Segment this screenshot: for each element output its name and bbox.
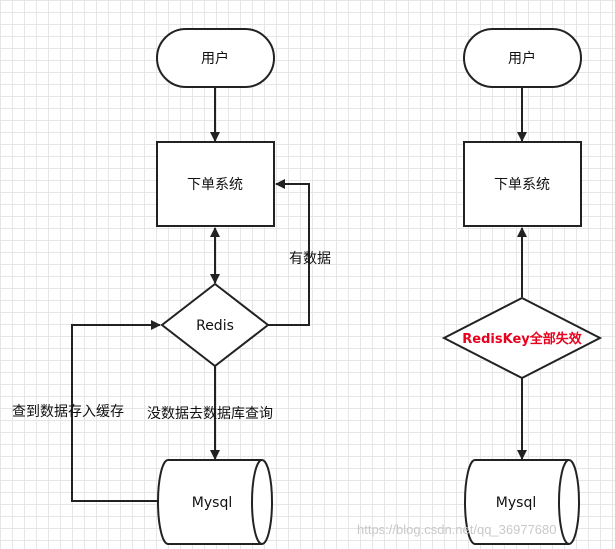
left-arrow-has-data <box>268 179 310 326</box>
left-cache-label: 查到数据存入缓存 <box>12 404 124 420</box>
right-rediskey-label: RedisKey全部失效 <box>462 331 582 347</box>
left-order-system-node: 下单系统 <box>156 141 275 227</box>
left-user-node: 用户 <box>156 28 275 88</box>
left-order-system-label: 下单系统 <box>187 177 243 193</box>
right-rediskey-node: RedisKey全部失效 <box>441 296 603 380</box>
left-arrow-cache <box>71 320 161 502</box>
left-flow: 用户 下单系统 Redis 有数据 没数据去数据库查询 查到数据存入缓存 My <box>12 28 331 545</box>
right-flow: 用户 下单系统 RedisKey全部失效 Mysql <box>441 28 603 545</box>
left-mysql-node: Mysql <box>157 459 273 545</box>
right-mysql-label: Mysql <box>496 495 536 511</box>
left-user-label: 用户 <box>201 50 229 67</box>
left-mysql-label: Mysql <box>192 495 232 511</box>
left-redis-label: Redis <box>196 318 234 334</box>
left-redis-node: Redis <box>160 282 270 368</box>
right-user-node: 用户 <box>463 28 582 88</box>
watermark-text: https://blog.csdn.net/qq_36977680 <box>357 522 557 537</box>
left-has-data-label: 有数据 <box>289 251 331 267</box>
left-no-data-label: 没数据去数据库查询 <box>147 406 273 422</box>
right-order-system-label: 下单系统 <box>494 177 550 193</box>
right-user-label: 用户 <box>508 50 536 67</box>
right-order-system-node: 下单系统 <box>463 141 582 227</box>
right-mysql-node: Mysql <box>464 459 580 545</box>
